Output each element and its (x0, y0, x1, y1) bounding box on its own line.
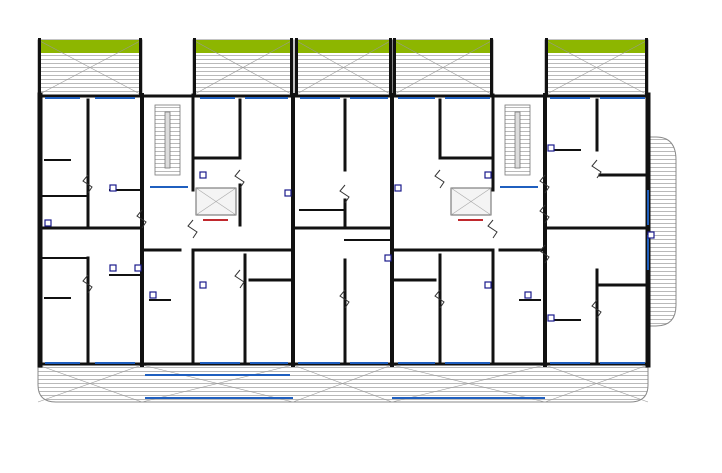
green-roof-strip (547, 40, 646, 53)
shaft-marker (547, 314, 555, 322)
shaft-marker (547, 144, 555, 152)
door-swing (82, 174, 93, 194)
green-roof-strip (395, 40, 491, 53)
windows (45, 97, 649, 399)
shaft-marker (524, 291, 532, 299)
balcony-diagonal (544, 364, 649, 403)
elevator-cross (195, 187, 237, 216)
door-swing (339, 289, 350, 309)
stairwells (154, 104, 531, 221)
balcony-diagonal (292, 364, 393, 403)
balcony-diagonal (294, 39, 393, 96)
door-swing (539, 244, 550, 264)
balcony-diagonal (37, 364, 143, 403)
green-roof-strip (195, 40, 291, 53)
shaft-marker (484, 171, 492, 179)
door-swing (82, 274, 93, 294)
door-swing (234, 169, 245, 189)
green-roof-strip (297, 40, 390, 53)
door-swing (339, 184, 350, 204)
shaft-marker (384, 254, 392, 262)
elevator-cross (450, 187, 492, 216)
door-swing (434, 169, 445, 189)
balcony-side-wall (545, 38, 548, 95)
door-swing (591, 299, 602, 319)
door-swing (136, 209, 147, 229)
walls (37, 38, 651, 368)
green-roof-strip (40, 40, 140, 53)
stair-rail (164, 111, 171, 169)
door-swing (487, 219, 498, 239)
balcony-side-wall (393, 38, 396, 95)
balcony-diagonal (391, 364, 546, 403)
door-swing (539, 204, 550, 224)
balcony-diagonal (141, 364, 294, 403)
balcony-diagonal (37, 39, 143, 96)
balcony-diagonal (544, 39, 649, 96)
balcony-side-wall (389, 38, 392, 95)
balcony-side-wall (139, 38, 142, 95)
right-balcony (647, 136, 677, 327)
door-swing (434, 289, 445, 309)
balcony-side-wall (290, 38, 293, 95)
balcony-side-wall (193, 38, 196, 95)
shaft-marker (647, 231, 655, 239)
door-swing (187, 219, 198, 239)
door-swing (591, 159, 602, 179)
balcony-side-wall (645, 38, 648, 95)
door-swing (539, 174, 550, 194)
shaft-marker (109, 264, 117, 272)
doors (44, 144, 655, 322)
shaft-marker (134, 264, 142, 272)
shaft-marker (149, 291, 157, 299)
stair-rail (514, 111, 521, 169)
balcony-diagonal (392, 39, 494, 96)
balcony-side-wall (490, 38, 493, 95)
balcony-diagonal (192, 39, 294, 96)
shaft-marker (484, 281, 492, 289)
balcony-side-wall (295, 38, 298, 95)
shaft-marker (109, 184, 117, 192)
door-swing (234, 269, 245, 289)
shaft-marker (44, 219, 52, 227)
shaft-marker (284, 189, 292, 197)
shaft-marker (199, 281, 207, 289)
balcony-side-wall (38, 38, 41, 95)
balconies (37, 39, 677, 403)
shaft-marker (394, 184, 402, 192)
shaft-marker (199, 171, 207, 179)
